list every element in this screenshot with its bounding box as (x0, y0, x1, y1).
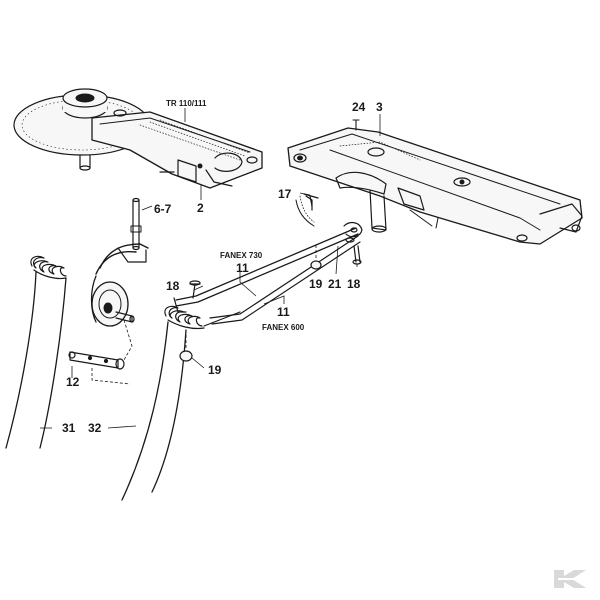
kramp-logo-watermark (550, 568, 590, 590)
bracket-part-12 (68, 319, 133, 385)
label-part-24: 24 (352, 100, 366, 114)
label-part-3: 3 (376, 100, 383, 114)
label-part-12: 12 (66, 375, 80, 389)
label-part-2: 2 (197, 201, 204, 215)
rotor-arm-part-2 (91, 109, 263, 189)
label-part-11-top: 11 (236, 261, 249, 275)
nut-part-19-low (179, 330, 193, 362)
tine-holder-bracket (90, 243, 149, 327)
label-part-18-right: 18 (347, 277, 361, 291)
bolt-part-18-right (352, 245, 362, 268)
label-part-31: 31 (62, 421, 76, 435)
label-part-6-7: 6-7 (154, 202, 172, 216)
washer-part-21 (345, 237, 355, 243)
label-part-19-low: 19 (208, 363, 222, 377)
mounting-plate-part-17 (295, 195, 315, 227)
rotor-disc (13, 88, 151, 171)
pin-part-6-7 (130, 197, 142, 251)
label-tr-model: TR 110/111 (166, 99, 207, 108)
screw-part-24 (352, 119, 360, 131)
bolt-part-18-left (189, 280, 201, 299)
label-fanex-730: FANEX 730 (220, 251, 263, 260)
leader-lines (40, 108, 381, 429)
label-part-21: 21 (328, 277, 342, 291)
nut-part-19-mid (310, 245, 322, 270)
spring-tine-part-31 (5, 255, 67, 449)
label-part-32: 32 (88, 421, 102, 435)
frame-beam-part-3 (287, 127, 583, 245)
spring-tine-part-32 (121, 305, 241, 501)
label-part-18-left: 18 (166, 279, 180, 293)
label-part-17: 17 (278, 187, 292, 201)
label-part-19-mid: 19 (309, 277, 323, 291)
label-part-11-bottom: 11 (277, 305, 290, 319)
label-fanex-600: FANEX 600 (262, 323, 305, 332)
linkage-rods-part-11 (173, 221, 363, 325)
